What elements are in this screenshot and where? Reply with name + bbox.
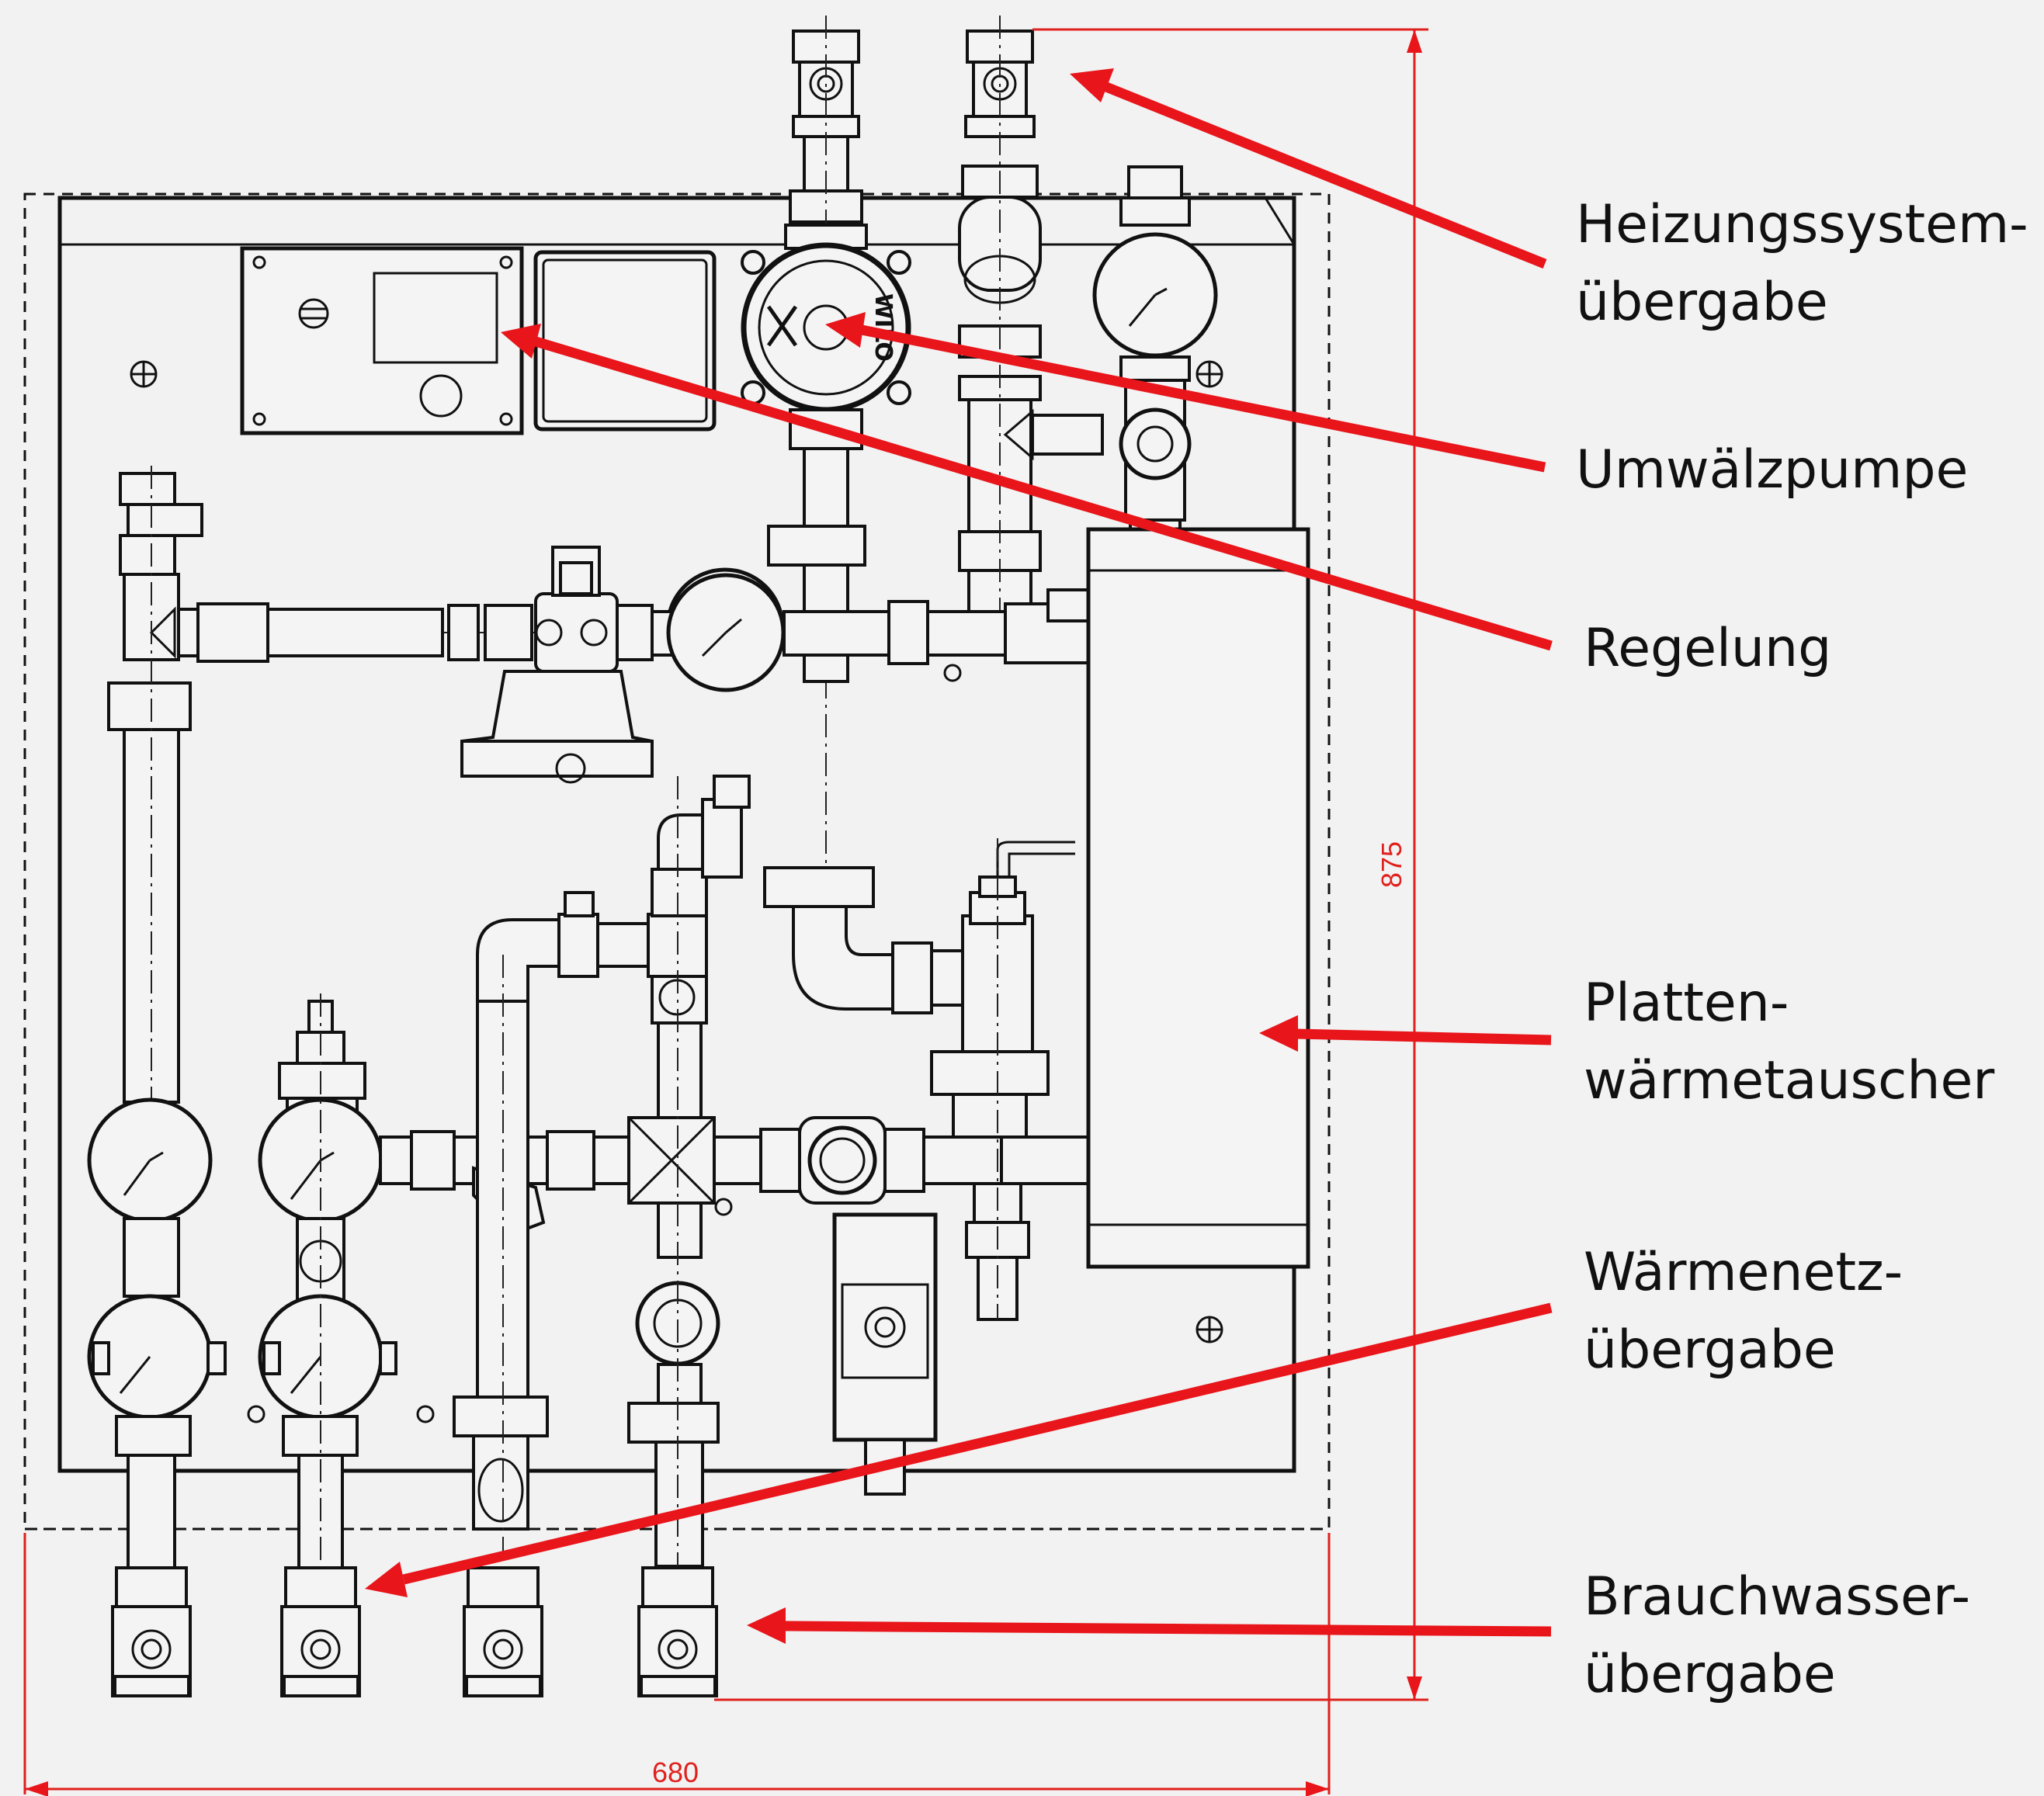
width-dimension-text: 680: [652, 1756, 699, 1788]
height-dimension: 875: [714, 28, 1428, 1701]
label-regelung: Regelung: [1584, 618, 1831, 679]
annotation-arrows: [365, 68, 1553, 1644]
upper-manifold: [124, 546, 1102, 784]
arrow-platten: [1259, 1015, 1552, 1052]
label-heizung-line1: Heizungssystem-: [1576, 194, 2028, 255]
arrow-brauchwasser: [747, 1607, 1552, 1644]
second-riser: [258, 993, 397, 1661]
label-pumpe: Umwälzpumpe: [1576, 439, 1968, 501]
height-dimension-text: 875: [1376, 841, 1407, 888]
bottom-valve-2: [280, 1566, 361, 1697]
annotation-labels: Heizungssystem- übergabe Umwälzpumpe Reg…: [1576, 194, 2028, 1705]
top-return-pipe: [958, 16, 1104, 644]
label-brauchwasser-line2: übergabe: [1584, 1644, 1836, 1705]
controller-box: [240, 246, 717, 435]
mounting-holes: [130, 360, 1223, 1423]
lower-manifold: [379, 1116, 1102, 1236]
width-dimension: 680: [23, 1533, 1331, 1796]
label-platten-line1: Platten-: [1584, 973, 1789, 1034]
valve-actuator: [832, 1212, 938, 1496]
label-platten-line2: wärmetauscher: [1584, 1050, 1994, 1111]
label-waermenetz-line1: Wärmenetz-: [1584, 1242, 1903, 1303]
arrow-regelung: [501, 324, 1553, 651]
left-riser: [87, 466, 227, 1661]
arrow-pumpe: [825, 312, 1546, 473]
bottom-valve-3: [463, 1566, 543, 1697]
label-heizung-line2: übergabe: [1576, 272, 1828, 333]
middle-verticals: [453, 775, 751, 1661]
plate-heat-exchanger: [1086, 527, 1310, 1269]
bottom-valve-4: [637, 1566, 718, 1697]
arrow-heizung: [1070, 68, 1547, 269]
center-return-line: [763, 838, 1075, 1321]
label-waermenetz-line2: übergabe: [1584, 1319, 1836, 1381]
label-brauchwasser-line1: Brauchwasser-: [1584, 1566, 1970, 1628]
bottom-valves: [111, 1566, 718, 1697]
arrow-waermenetz: [365, 1302, 1553, 1597]
bottom-valve-1: [111, 1566, 192, 1697]
